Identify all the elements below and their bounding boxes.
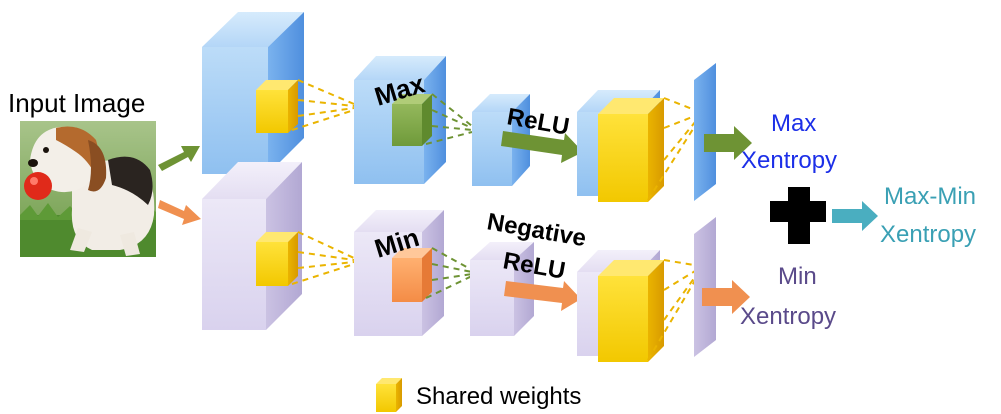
max-kernel-1-dashes: [291, 79, 355, 131]
arrow-right-icon: [832, 201, 878, 231]
shared-weights-legend-label: Shared weights: [416, 383, 581, 410]
max-shared-kernel-2: [598, 98, 664, 202]
input-image: [20, 121, 156, 257]
relu-green-arrow: [501, 131, 583, 163]
plus-icon: [770, 187, 826, 244]
min-shared-kernel-2: [598, 260, 664, 362]
input-image-label: Input Image: [8, 88, 145, 118]
maxmin-line1: Max-Min: [884, 183, 976, 210]
min-xentropy-line2: Xentropy: [740, 303, 836, 330]
negative-relu-orange-arrow: [504, 281, 581, 311]
min-output-arrow: [702, 280, 750, 314]
max-pool-kernel: [392, 94, 432, 146]
min-fc-layer: [694, 217, 716, 357]
maxmin-line2: Xentropy: [880, 221, 976, 248]
orange-input-arrow: [158, 200, 201, 225]
min-pool-dashes: [425, 247, 473, 299]
green-input-arrow: [158, 146, 200, 171]
min-shared-kernel-1: [256, 232, 298, 286]
min-kernel-1-dashes: [291, 231, 355, 285]
min-pool-kernel: [392, 248, 432, 302]
shared-weights-legend-icon: [376, 378, 402, 412]
max-output-arrow: [704, 126, 752, 160]
max-xentropy-line2: Xentropy: [741, 147, 837, 174]
max-pool-dashes: [425, 93, 473, 145]
max-xentropy-line1: Max: [771, 110, 816, 137]
max-fc-layer: [694, 63, 716, 201]
max-feature-block: [472, 94, 530, 186]
min-xentropy-line1: Min: [778, 263, 817, 290]
max-shared-kernel-1: [256, 80, 298, 133]
min-feature-block: [470, 242, 534, 336]
